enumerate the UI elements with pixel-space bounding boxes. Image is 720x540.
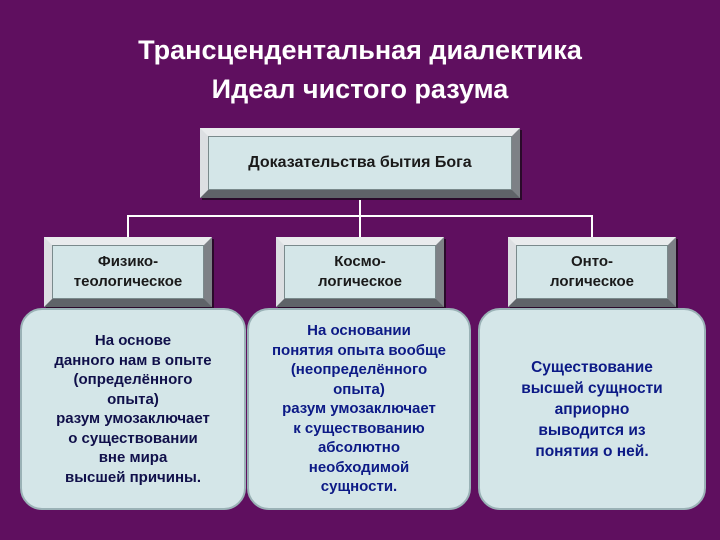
branch-node-label: Физико- теологическое <box>52 245 204 299</box>
description-card-ontological: Существование высшей сущности априорно в… <box>478 308 706 510</box>
connector-drop-2 <box>359 215 361 237</box>
description-text: Существование высшей сущности априорно в… <box>521 358 663 460</box>
connector-drop-3 <box>591 215 593 237</box>
description-card-physico-theological: На основе данного нам в опыте (определён… <box>20 308 246 510</box>
branch-node-label: Космо- логическое <box>284 245 436 299</box>
page-subtitle: Идеал чистого разума <box>211 74 509 104</box>
connector-root-stem <box>359 198 361 216</box>
branch-node-ontological: Онто- логическое <box>508 237 676 307</box>
description-text: На основании понятия опыта вообще (неопр… <box>271 322 447 496</box>
connector-drop-1 <box>127 215 129 237</box>
root-node-label: Доказательства бытия Бога <box>208 136 512 190</box>
root-node: Доказательства бытия Бога <box>200 128 520 198</box>
page-title: Трансцендентальная диалектика <box>138 35 582 65</box>
branch-node-label: Онто- логическое <box>516 245 668 299</box>
branch-node-cosmological: Космо- логическое <box>276 237 444 307</box>
branch-node-physico-theological: Физико- теологическое <box>44 237 212 307</box>
description-card-cosmological: На основании понятия опыта вообще (неопр… <box>247 308 471 510</box>
description-text: На основе данного нам в опыте (определён… <box>54 332 212 486</box>
